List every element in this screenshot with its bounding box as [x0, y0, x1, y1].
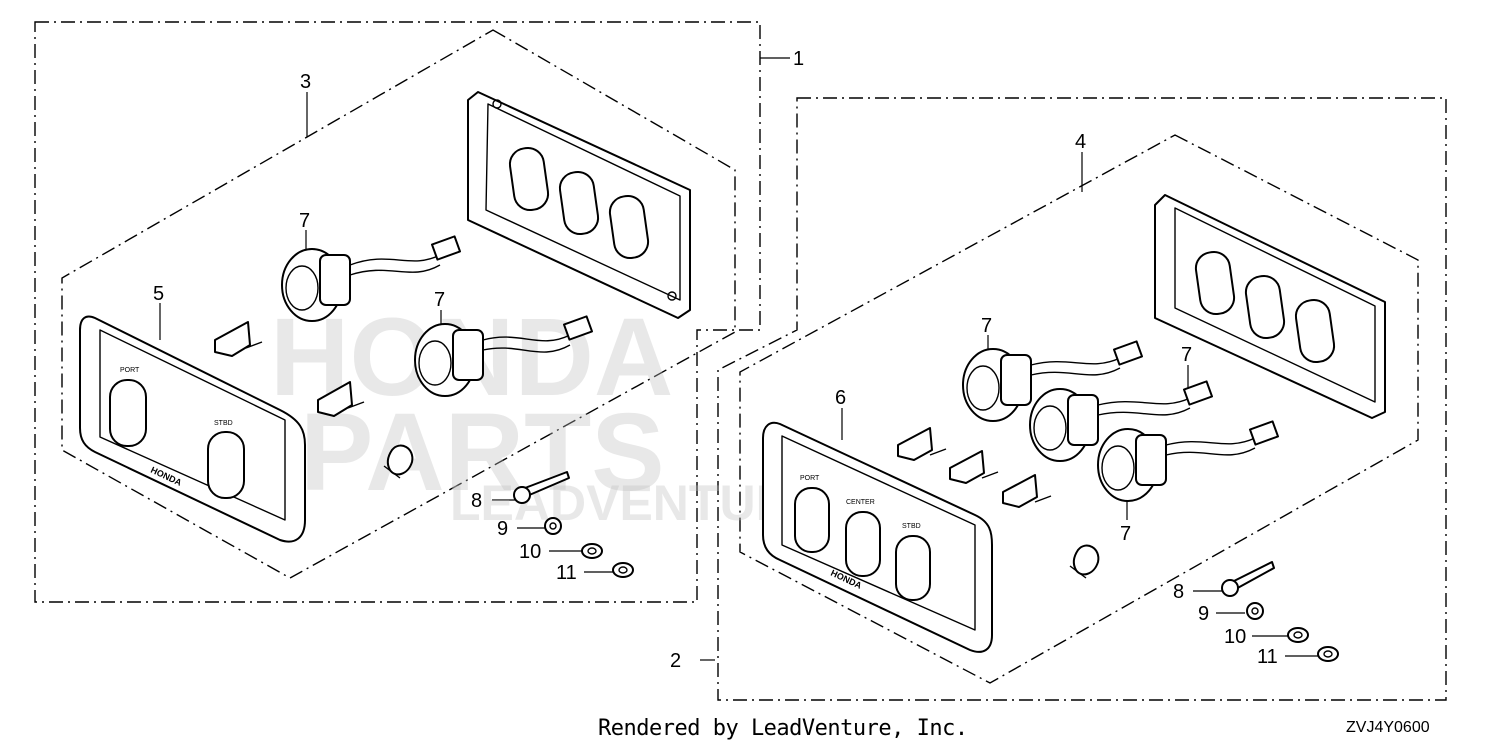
label-left-stbd: STBD — [214, 420, 233, 427]
subassembly-box-4 — [739, 134, 1419, 684]
callout-4: 4 — [1075, 131, 1086, 153]
switch-7-right-2 — [1029, 380, 1214, 462]
callout-7a: 7 — [299, 210, 310, 232]
callout-7e: 7 — [1120, 523, 1131, 545]
label-left-port: PORT — [120, 367, 140, 374]
clips-left — [214, 321, 365, 417]
callout-9b: 9 — [1198, 603, 1209, 625]
leader-lines — [159, 57, 1318, 661]
front-panel-5: PORT STBD HONDA — [79, 315, 306, 543]
callout-5: 5 — [153, 283, 164, 305]
callout-7d: 7 — [1181, 344, 1192, 366]
switch-7-right-3 — [1097, 420, 1280, 502]
watermark-line2: PARTS — [300, 391, 665, 514]
callout-numbers: 1 2 3 4 5 6 7 7 7 7 7 8 9 10 11 8 9 10 1… — [153, 48, 1278, 672]
hardware-right — [1221, 561, 1339, 662]
wire-tie-right — [1069, 544, 1100, 579]
callout-9a: 9 — [497, 518, 508, 540]
callout-7c: 7 — [981, 315, 992, 337]
switch-7-left-upper — [281, 235, 462, 322]
callout-8b: 8 — [1173, 581, 1184, 603]
assembly-box-1 — [34, 21, 761, 603]
back-plate-left — [467, 91, 691, 319]
callout-6: 6 — [835, 387, 846, 409]
label-right-stbd: STBD — [902, 523, 921, 530]
clips-right — [897, 427, 1052, 508]
hardware-left — [513, 471, 634, 578]
assembly-box-2 — [717, 97, 1447, 701]
switch-7-right-1 — [962, 340, 1144, 422]
front-panel-6: PORT CENTER STBD HONDA — [762, 421, 993, 653]
wire-tie-left — [383, 444, 414, 479]
callout-1: 1 — [793, 48, 804, 70]
subassembly-box-3 — [61, 29, 736, 579]
callout-7b: 7 — [434, 289, 445, 311]
footer-credit: Rendered by LeadVenture, Inc. — [598, 716, 968, 741]
diagram-code: ZVJ4Y0600 — [1346, 719, 1430, 736]
callout-10a: 10 — [519, 541, 541, 563]
callout-8a: 8 — [471, 490, 482, 512]
watermark: HONDA PARTS LEADVENTURE — [270, 296, 825, 531]
back-plate-right — [1154, 194, 1386, 419]
callout-11a: 11 — [556, 562, 577, 584]
label-right-center: CENTER — [846, 499, 875, 506]
callout-11b: 11 — [1257, 646, 1278, 668]
switch-7-left-lower — [414, 315, 594, 397]
label-right-port: PORT — [800, 475, 820, 482]
callout-10b: 10 — [1224, 626, 1246, 648]
callout-2: 2 — [670, 650, 681, 672]
callout-3: 3 — [300, 71, 311, 93]
